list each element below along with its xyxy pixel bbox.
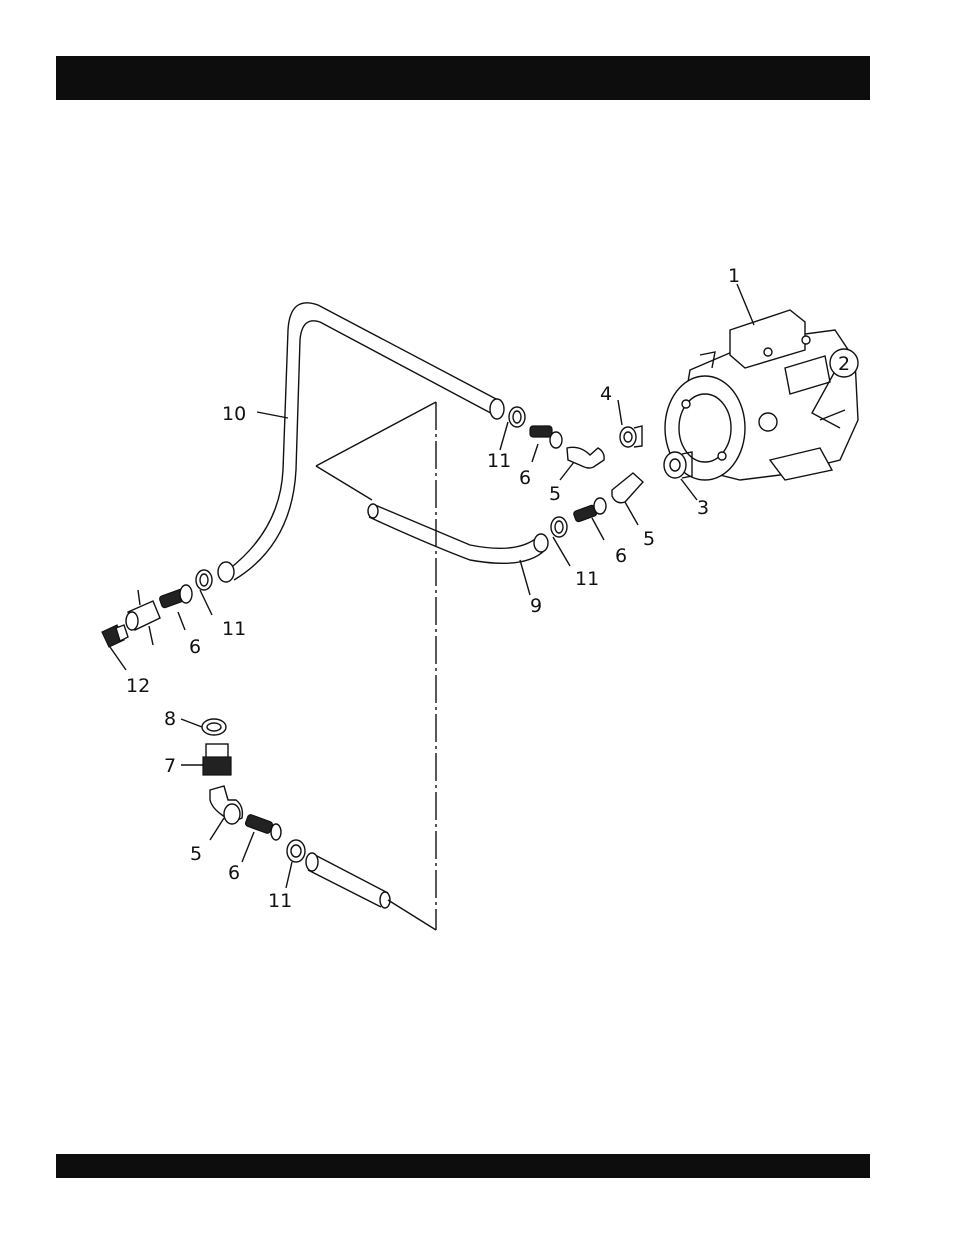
callout-6-upper: 6: [519, 467, 531, 489]
hose-9: [368, 504, 548, 563]
clamp-11-upper: [509, 407, 525, 427]
callout-11-lower: 11: [268, 890, 292, 912]
elbow-5-mid: [612, 473, 643, 503]
callout-6-left: 6: [189, 636, 201, 658]
callout-12: 12: [126, 675, 150, 697]
adapter-7: [203, 744, 231, 775]
callout-6-mid: 6: [615, 545, 627, 567]
elbow-5-lower: [210, 786, 242, 824]
callout-1: 1: [728, 265, 740, 287]
nipple-6-mid: [573, 498, 606, 522]
fitting-4: [620, 426, 642, 447]
pump-assembly: [665, 310, 858, 480]
clamp-11-lower: [287, 840, 305, 862]
plug-12: [102, 625, 128, 647]
hose-lower: [306, 853, 390, 908]
callout-3: 3: [697, 497, 709, 519]
callout-2: 2: [838, 353, 850, 375]
tee-fitting: [126, 590, 160, 645]
callout-11-left: 11: [222, 618, 246, 640]
callout-8: 8: [164, 708, 176, 730]
nipple-6-left: [159, 585, 192, 608]
callout-11-mid: 11: [575, 568, 599, 590]
clamp-11-left: [196, 570, 212, 590]
nipple-6-lower: [245, 814, 281, 840]
callout-10: 10: [222, 403, 246, 425]
callout-5-upper: 5: [549, 483, 561, 505]
callout-5-lower: 5: [190, 843, 202, 865]
callout-11-upper: 11: [487, 450, 511, 472]
callout-7: 7: [164, 755, 176, 777]
clamp-11-mid: [551, 517, 567, 537]
callout-6-lower: 6: [228, 862, 240, 884]
nipple-6-upper: [530, 426, 562, 448]
callout-5-mid: 5: [643, 528, 655, 550]
callout-4: 4: [600, 383, 612, 405]
washer-8: [202, 719, 226, 735]
callout-9: 9: [530, 595, 542, 617]
leader-lines: [316, 402, 436, 930]
